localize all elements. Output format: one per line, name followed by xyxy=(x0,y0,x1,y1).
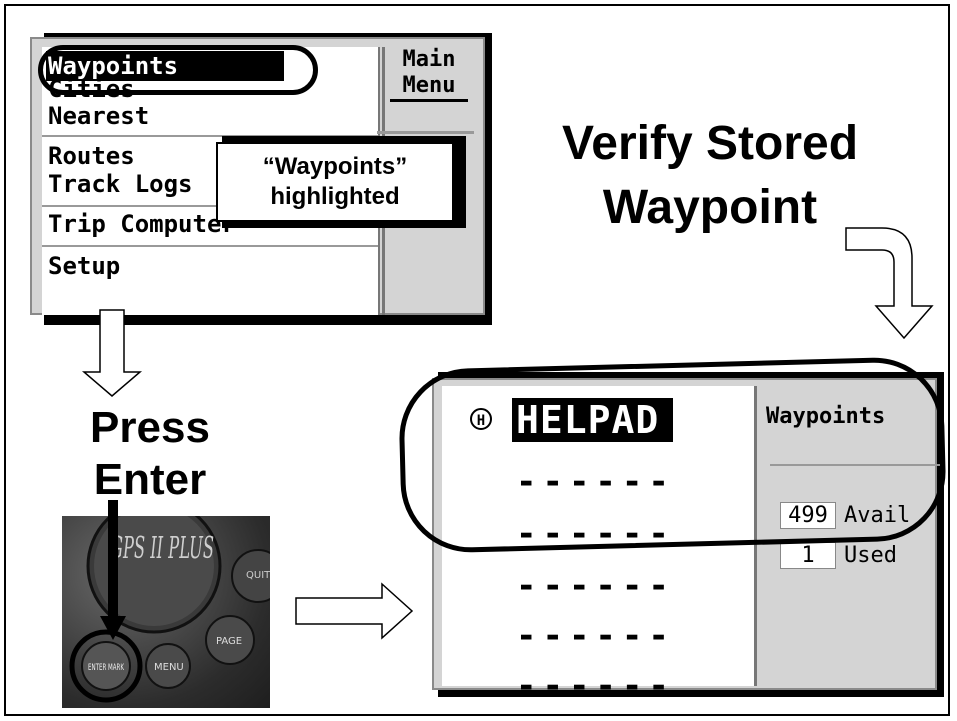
main-menu-title: Main Menu xyxy=(384,47,474,102)
menu-button-label: MENU xyxy=(154,662,184,673)
menu-item-waypoints[interactable]: Waypoints xyxy=(46,51,284,81)
menu-button[interactable] xyxy=(145,643,191,689)
quit-button[interactable] xyxy=(231,549,270,603)
device-logo-gps: GPS II PLUS xyxy=(110,531,214,566)
enter-button-highlight-circle xyxy=(69,629,143,703)
stat-used: 1 Used xyxy=(780,542,897,569)
menu-item-trip-computer[interactable]: Trip Computer xyxy=(48,210,236,238)
waypoints-title: Waypoints xyxy=(766,404,886,429)
helipad-icon: H xyxy=(470,408,492,430)
menu-item-routes[interactable]: Routes xyxy=(48,142,135,170)
waypoints-title-separator xyxy=(770,464,940,466)
waypoint-empty-row[interactable]: ------ xyxy=(516,666,675,706)
menu-side-separator xyxy=(377,131,474,134)
enter-pointer-shaft xyxy=(108,500,118,620)
waypoint-empty-row[interactable]: ------ xyxy=(516,566,675,606)
enter-mark-button[interactable] xyxy=(81,641,131,691)
down-arrow-icon xyxy=(81,309,143,397)
instruction-line2: Enter xyxy=(93,455,207,504)
menu-separator xyxy=(42,135,378,137)
menu-item-setup[interactable]: Setup xyxy=(48,252,121,280)
headline-line2: Waypoint xyxy=(602,181,818,234)
menu-separator xyxy=(42,245,378,247)
menu-item-nearest[interactable]: Nearest xyxy=(48,102,150,130)
waypoint-empty-row[interactable]: ------ xyxy=(516,462,675,502)
slide-frame xyxy=(4,4,950,716)
callout-box: “Waypoints” highlighted xyxy=(216,142,454,222)
stat-available: 499 Avail xyxy=(780,502,910,529)
slide-headline: Verify Stored Waypoint xyxy=(510,112,910,240)
device-dial-inner xyxy=(94,516,214,626)
gps-device-photo: GPS II PLUS QUIT PAGE MENU ENTER MARK xyxy=(62,516,270,708)
waypoint-helpad[interactable]: HELPAD xyxy=(512,398,674,442)
waypoint-empty-row[interactable]: ------ xyxy=(516,616,675,656)
callout-line2: highlighted xyxy=(270,183,400,210)
main-menu-screenshot: Waypoints Cities Nearest Routes Track Lo… xyxy=(30,33,492,325)
stat-used-value: 1 xyxy=(780,542,836,569)
gps-device-illustration: GPS II PLUS QUIT PAGE MENU ENTER MARK xyxy=(69,516,270,703)
waypoint-empty-row[interactable]: ------ xyxy=(516,514,675,554)
headline-line1: Verify Stored xyxy=(561,117,859,170)
main-menu-title-line2: Menu xyxy=(390,73,468,102)
waypoint-list: H HELPAD ------ ------ ------ ------ ---… xyxy=(442,386,757,704)
waypoints-screenshot: H HELPAD ------ ------ ------ ------ ---… xyxy=(432,372,944,704)
stat-used-label: Used xyxy=(844,543,897,568)
waypoints-highlight-oval xyxy=(38,45,318,95)
callout-line1: “Waypoints” xyxy=(262,153,408,180)
enter-pointer-arrow-icon xyxy=(100,616,126,640)
page-button-label: PAGE xyxy=(216,636,242,647)
menu-item-track-logs[interactable]: Track Logs xyxy=(48,170,193,198)
stat-available-value: 499 xyxy=(780,502,836,529)
main-menu-title-line1: Main xyxy=(402,47,456,72)
menu-separator xyxy=(42,205,378,207)
right-arrow-icon xyxy=(295,582,414,640)
highlight-callout: “Waypoints” highlighted xyxy=(216,136,466,228)
curved-arrow-icon xyxy=(845,227,934,340)
enter-button-label: ENTER MARK xyxy=(88,663,125,673)
press-enter-instruction: Press Enter xyxy=(60,402,240,506)
instruction-line1: Press xyxy=(90,403,210,452)
stat-available-label: Avail xyxy=(844,503,911,528)
page-button[interactable] xyxy=(205,615,255,665)
quit-button-label: QUIT xyxy=(246,570,270,581)
waypoints-panel: H HELPAD ------ ------ ------ ------ ---… xyxy=(432,378,940,704)
